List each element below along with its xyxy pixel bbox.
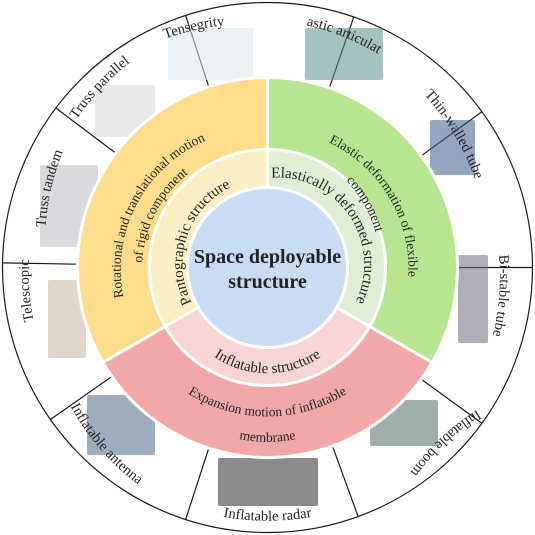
ring-divider <box>185 448 210 520</box>
inflatable-radar-image <box>218 458 318 506</box>
ring-divider <box>331 445 359 517</box>
motion-ring <box>76 75 459 459</box>
truss-parallel-image <box>95 85 155 137</box>
center-title-line2: structure <box>228 271 307 293</box>
example-label-telescopic: Telescopic <box>17 259 38 323</box>
elastic-articulated-image <box>305 28 383 80</box>
ring-divider <box>50 375 113 420</box>
tensegrity-image <box>168 28 253 80</box>
ring-divider <box>55 107 117 154</box>
inflatable-motion-line2: membrane <box>239 427 297 445</box>
telescopic-image <box>48 280 86 358</box>
center-title-line1: Space deployable <box>194 246 341 268</box>
thin-walled-tube-image <box>430 120 475 175</box>
example-label-inflatable-radar: Inflatable radar <box>222 505 312 525</box>
bi-stable-tube-image <box>458 255 488 343</box>
ring-divider <box>2 262 78 265</box>
ring-divider <box>420 378 483 424</box>
inflatable-antenna-image <box>87 395 155 455</box>
center-circle <box>186 186 349 349</box>
